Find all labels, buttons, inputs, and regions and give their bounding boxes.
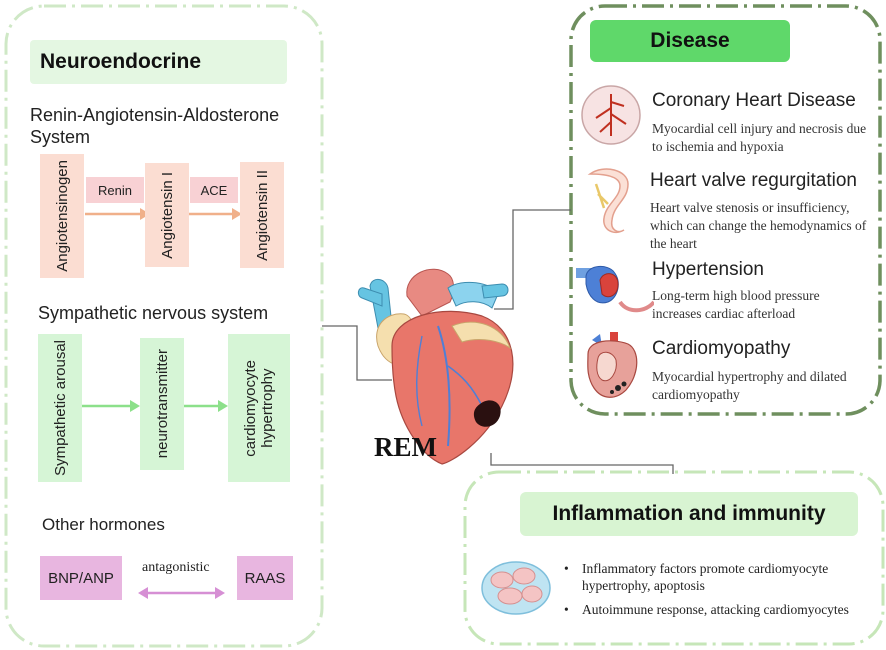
antagonistic-label: antagonistic [142, 560, 210, 575]
disease-title-text: Disease [650, 29, 730, 52]
disease-item-desc: Long-term high blood pressure increases … [652, 288, 820, 321]
renin-enzyme: Renin [86, 177, 144, 203]
rem-label: REM [374, 432, 437, 462]
cells-icon [481, 561, 551, 615]
raas-label: Renin-Angiotensin-Aldosterone System [30, 105, 280, 147]
disease-item-name: Heart valve regurgitation [650, 170, 857, 191]
sympathetic-arousal-label: Sympathetic arousal [51, 340, 69, 476]
inflammation-bullet: Autoimmune response, attacking cardiomyo… [582, 602, 849, 617]
valve-icon [587, 168, 629, 234]
ace-enzyme: ACE [190, 177, 238, 203]
bullet-dot: • [564, 561, 569, 576]
angiotensin-ii-label: Angiotensin II [253, 169, 271, 261]
disease-item-name: Hypertension [652, 259, 764, 280]
disease-title: Disease [590, 20, 790, 62]
angiotensin-i-label: Angiotensin I [158, 171, 176, 259]
sympathetic-label: Sympathetic nervous system [38, 303, 269, 323]
bullet-dot: • [564, 602, 569, 617]
bnp-anp-box: BNP/ANP [40, 556, 122, 600]
disease-item-desc: Myocardial cell injury and necrosis due … [652, 121, 867, 154]
angiotensin-i-box: Angiotensin I [145, 163, 189, 267]
sympathetic-arousal-box: Sympathetic arousal [38, 334, 82, 482]
neuroendocrine-title-text: Neuroendocrine [40, 50, 202, 73]
raas-box: RAAS [237, 556, 293, 600]
angiotensin-ii-box: Angiotensin II [240, 162, 284, 268]
other-hormones-label: Other hormones [42, 515, 165, 534]
neurotransmitter-box: neurotransmitter [140, 338, 184, 470]
cardiomyocyte-hypertrophy-label: cardiomyocyte hypertrophy [242, 359, 276, 457]
neurotransmitter-label: neurotransmitter [153, 349, 171, 459]
disease-item-desc: Myocardial hypertrophy and dilated cardi… [652, 369, 847, 402]
angiotensinogen-box: Angiotensinogen [40, 154, 84, 278]
heart-illustration [357, 268, 514, 465]
angiotensinogen-label: Angiotensinogen [53, 160, 71, 272]
inflammation-title-text: Inflammation and immunity [552, 502, 826, 525]
inflammation-bullet: Inflammatory factors promote cardiomyocy… [582, 561, 829, 593]
cardiomyopathy-icon [587, 332, 638, 398]
cardiomyocyte-hypertrophy-box: cardiomyocyte hypertrophy [228, 334, 290, 482]
disease-item-name: Cardiomyopathy [652, 338, 791, 359]
coronary-icon [581, 85, 641, 145]
hypertension-icon [576, 266, 654, 313]
disease-item-name: Coronary Heart Disease [652, 90, 856, 111]
inflammation-title: Inflammation and immunity [520, 492, 858, 536]
disease-item-desc: Heart valve stenosis or insufficiency, w… [650, 200, 867, 251]
neuroendocrine-title: Neuroendocrine [30, 40, 287, 84]
